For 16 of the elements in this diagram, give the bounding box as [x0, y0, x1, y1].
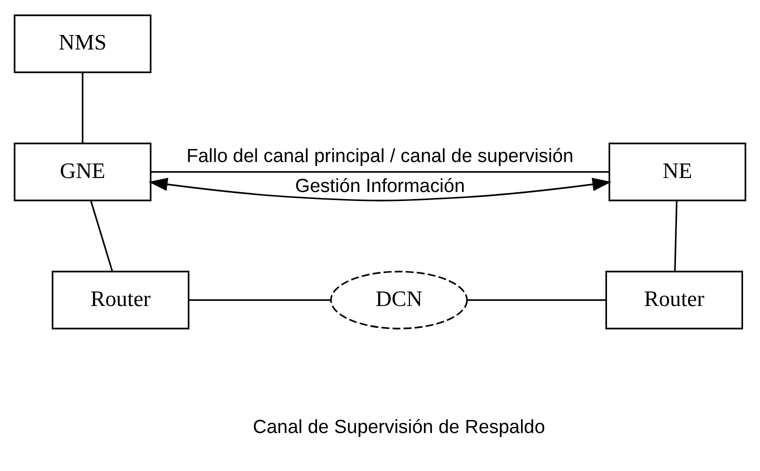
- connector: [82, 72, 84, 143]
- node-ellipse: DCN: [330, 270, 468, 329]
- node-box: Router: [605, 270, 744, 329]
- connector: [674, 200, 678, 271]
- node-box: NMS: [14, 14, 152, 73]
- connector: [90, 200, 114, 272]
- edge-label: Fallo del canal principal / canal de supervisión: [186, 145, 574, 166]
- node-box: Router: [52, 270, 190, 329]
- node-box: GNE: [14, 142, 152, 201]
- node-box: NE: [608, 142, 746, 201]
- connector: [467, 298, 606, 300]
- connector: [150, 170, 610, 172]
- label: Canal de Supervisión de Respaldo: [252, 416, 546, 438]
- connector: [189, 298, 331, 300]
- edge-label: Gestión Información: [295, 175, 465, 196]
- arrow: [148, 177, 612, 201]
